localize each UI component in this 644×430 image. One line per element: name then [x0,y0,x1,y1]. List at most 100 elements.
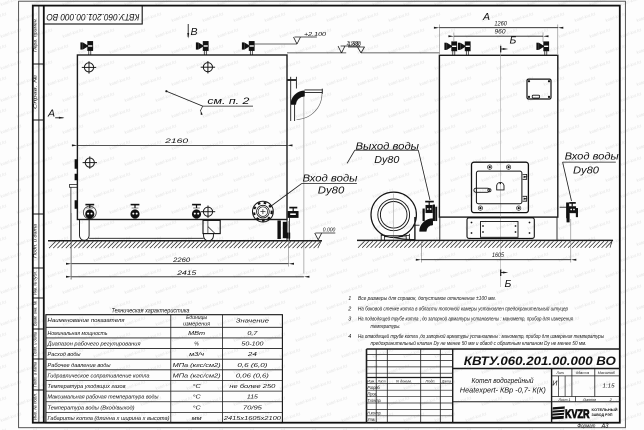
svg-text:Рабочее давление воды: Рабочее давление воды [48,363,111,369]
svg-text:1: 1 [568,397,570,402]
svg-text:Формат: Формат [577,423,595,429]
svg-text:предохранительный клапан Dу н: предохранительный клапан Dу не менее 50 … [371,340,587,347]
svg-text:2: 2 [609,397,613,402]
svg-text:kotel-kvr.kz: kotel-kvr.kz [372,0,395,7]
svg-text:Номинальная мощность: Номинальная мощность [48,331,108,337]
svg-text:kotel-kvr.kz: kotel-kvr.kz [217,0,240,7]
svg-text:Б: Б [505,278,512,290]
svg-text:Лист: Лист [558,397,568,402]
svg-text:Б: Б [510,35,517,47]
svg-text:Масса: Масса [576,370,590,375]
svg-text:А3: А3 [600,423,608,429]
svg-text:Изм.: Изм. [367,378,375,383]
svg-text:А: А [482,11,490,23]
svg-text:kotel-kvr.kz: kotel-kvr.kz [31,0,54,7]
svg-text:kotel-kvr.kz: kotel-kvr.kz [636,267,644,279]
svg-text:kotel-kvr.kz: kotel-kvr.kz [465,0,488,7]
svg-text:kotel-kvr.kz: kotel-kvr.kz [636,363,644,375]
svg-text:0,06 (0,6): 0,06 (0,6) [236,373,269,379]
svg-text:kotel-kvr.kz: kotel-kvr.kz [527,0,550,7]
svg-text:В: В [191,26,198,38]
svg-text:kotel-kvr.kz: kotel-kvr.kz [636,107,644,119]
svg-text:115: 115 [247,395,258,401]
svg-text:КВТУ.060.201.00.000 ВО: КВТУ.060.201.00.000 ВО [46,12,139,22]
svg-text:МПа (кгс/см2): МПа (кгс/см2) [173,373,221,379]
svg-text:1260: 1260 [494,21,507,27]
svg-text:kotel-kvr.kz: kotel-kvr.kz [0,43,8,55]
svg-text:КОТЕЛЬНЫЙ: КОТЕЛЬНЫЙ [592,408,619,412]
svg-text:kotel-kvr.kz: kotel-kvr.kz [93,0,116,7]
svg-text:°С: °С [193,395,201,401]
svg-text:Лит.: Лит. [556,370,565,375]
svg-text:Подп. и дата: Подп. и дата [33,223,38,258]
svg-text:Диапазон рабочего регулировани: Диапазон рабочего регулирования [46,342,140,348]
svg-text:kotel-kvr.kz: kotel-kvr.kz [310,0,333,7]
svg-text:Dy80: Dy80 [318,186,345,197]
svg-text:4: 4 [348,334,351,340]
svg-text:kotel-kvr.kz: kotel-kvr.kz [0,139,8,151]
svg-text:На боковой стенке котла в обла: На боковой стенке котла в области топочн… [358,305,568,312]
svg-text:960: 960 [495,29,507,35]
svg-text:Пров.: Пров. [368,391,378,396]
svg-text:0.000: 0.000 [323,228,336,234]
svg-text:1605: 1605 [492,253,505,259]
svg-text:измерения: измерения [183,322,210,328]
svg-text:Масштаб: Масштаб [598,370,616,375]
svg-text:kotel-kvr.kz: kotel-kvr.kz [62,0,85,7]
svg-text:kotel-kvr.kz: kotel-kvr.kz [0,171,8,183]
svg-text:kotel-kvr.kz: kotel-kvr.kz [558,0,581,7]
svg-text:kotel-kvr.kz: kotel-kvr.kz [0,299,8,311]
svg-text:Dy80: Dy80 [374,155,400,166]
svg-text:ЗАВОД РЭП: ЗАВОД РЭП [592,413,613,417]
svg-text:На отводящей трубе котла ,до з: На отводящей трубе котла ,до запорной ар… [358,333,604,340]
svg-text:И: И [552,381,558,388]
svg-text:Максимальная рабочая температу: Максимальная рабочая температура воды [48,395,159,401]
svg-text:2260: 2260 [172,257,190,264]
svg-text:°С: °С [193,384,201,390]
svg-text:kotel-kvr.kz: kotel-kvr.kz [636,203,644,215]
svg-text:Выход воды: Выход воды [356,141,420,152]
svg-text:kotel-kvr.kz: kotel-kvr.kz [0,427,8,430]
svg-text:Наименование показателя: Наименование показателя [48,318,125,324]
svg-text:kotel-kvr.kz: kotel-kvr.kz [0,331,8,343]
svg-text:КВТУ.060.201.00.000 ВО: КВТУ.060.201.00.000 ВО [464,355,616,368]
svg-text:kotel-kvr.kz: kotel-kvr.kz [0,11,8,23]
svg-text:Инв. № дубл.: Инв. № дубл. [33,271,38,295]
svg-text:Дата: Дата [441,378,452,383]
svg-text:Значение: Значение [236,319,269,325]
svg-text:kotel-kvr.kz: kotel-kvr.kz [589,0,612,7]
svg-text:kotel-kvr.kz: kotel-kvr.kz [620,0,643,7]
svg-text:Перв. примен.: Перв. примен. [33,18,38,52]
svg-text:%: % [194,342,199,348]
svg-text:kotel-kvr.kz: kotel-kvr.kz [403,0,426,7]
svg-text:Утв.: Утв. [368,417,376,422]
svg-text:kotel-kvr.kz: kotel-kvr.kz [636,235,644,247]
svg-text:50-100: 50-100 [241,342,263,348]
svg-text:0,6 (6,0): 0,6 (6,0) [237,363,267,369]
svg-text:температуры.: температуры. [371,324,401,330]
svg-text:Гидравлическое сопративление к: Гидравлическое сопративление котла [48,373,150,379]
svg-text:2160: 2160 [164,138,189,145]
svg-text:kotel-kvr.kz: kotel-kvr.kz [341,0,364,7]
svg-text:2415: 2415 [176,270,197,277]
svg-text:Подп. и дата: Подп. и дата [33,361,38,387]
svg-text:kotel-kvr.kz: kotel-kvr.kz [496,0,519,7]
svg-text:Единицы: Единицы [186,315,207,321]
svg-text:Температура уходящих газов: Температура уходящих газов [48,384,126,390]
svg-text:Котел водогрейный: Котел водогрейный [472,377,534,385]
svg-text:kotel-kvr.kz: kotel-kvr.kz [0,395,8,407]
svg-text:Инв. № подл.: Инв. № подл. [33,393,38,420]
svg-text:kotel-kvr.kz: kotel-kvr.kz [636,395,644,407]
svg-text:1.930: 1.930 [348,41,361,47]
svg-text:kotel-kvr.kz: kotel-kvr.kz [0,203,8,215]
svg-text:1: 1 [348,296,351,302]
svg-text:А: А [47,108,55,120]
svg-text:Расход воды: Расход воды [48,352,81,358]
svg-text:kotel-kvr.kz: kotel-kvr.kz [279,0,302,7]
svg-text:Все размеры для справок, допус: Все размеры для справок, допустимое откл… [358,296,496,302]
svg-text:Н.контр.: Н.контр. [368,411,382,416]
svg-text:0,7: 0,7 [247,331,259,337]
svg-text:kotel-kvr.kz: kotel-kvr.kz [636,299,644,311]
svg-text:МВт: МВт [188,331,206,337]
svg-text:Вход воды: Вход воды [303,173,359,184]
